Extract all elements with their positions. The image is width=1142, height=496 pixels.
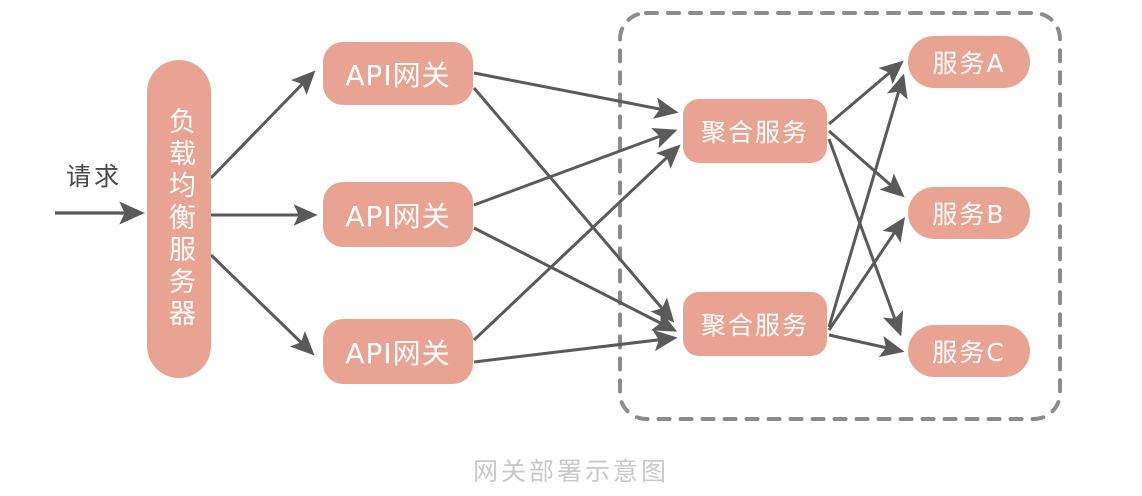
arrow-aggregator-2-to-service-b: [827, 217, 906, 331]
backend-group-boundary: [618, 11, 1062, 421]
arrow-load-balancer-to-gateway-1: [209, 70, 316, 180]
arrow-gateway-1-to-aggregator-2: [472, 87, 675, 323]
arrow-gateway-3-to-aggregator-2: [473, 329, 678, 364]
arrow-aggregator-1-to-service-b: [828, 129, 905, 198]
arrow-gateway-3-to-aggregator-1: [472, 144, 681, 342]
arrow-load-balancer-to-gateway-3: [209, 253, 315, 356]
load-balancer-node[interactable]: 负载均衡服务器: [147, 60, 211, 378]
arrow-aggregator-2-to-service-a: [827, 73, 908, 328]
arrow-gateway-2-to-aggregator-1: [473, 127, 678, 207]
service-node-b[interactable]: 服务B: [908, 187, 1030, 239]
arrow-aggregator-1-to-service-a: [828, 60, 904, 126]
arrow-gateway-1-to-aggregator-1: [473, 71, 679, 119]
arrow-aggregator-1-to-service-c: [827, 138, 904, 337]
arrow-aggregator-2-to-service-c: [828, 333, 905, 358]
service-node-c[interactable]: 服务C: [908, 325, 1030, 377]
api-gateway-node-3[interactable]: API网关: [323, 319, 473, 384]
aggregation-service-node-1[interactable]: 聚合服务: [683, 99, 827, 163]
service-node-a[interactable]: 服务A: [908, 36, 1030, 88]
aggregation-service-node-2[interactable]: 聚合服务: [683, 292, 827, 356]
api-gateway-node-1[interactable]: API网关: [323, 42, 473, 105]
diagram-caption: 网关部署示意图: [472, 457, 669, 486]
request-label: 请求: [66, 162, 123, 191]
arrow-gateway-2-to-aggregator-2: [473, 226, 678, 332]
api-gateway-node-2[interactable]: API网关: [323, 182, 473, 247]
